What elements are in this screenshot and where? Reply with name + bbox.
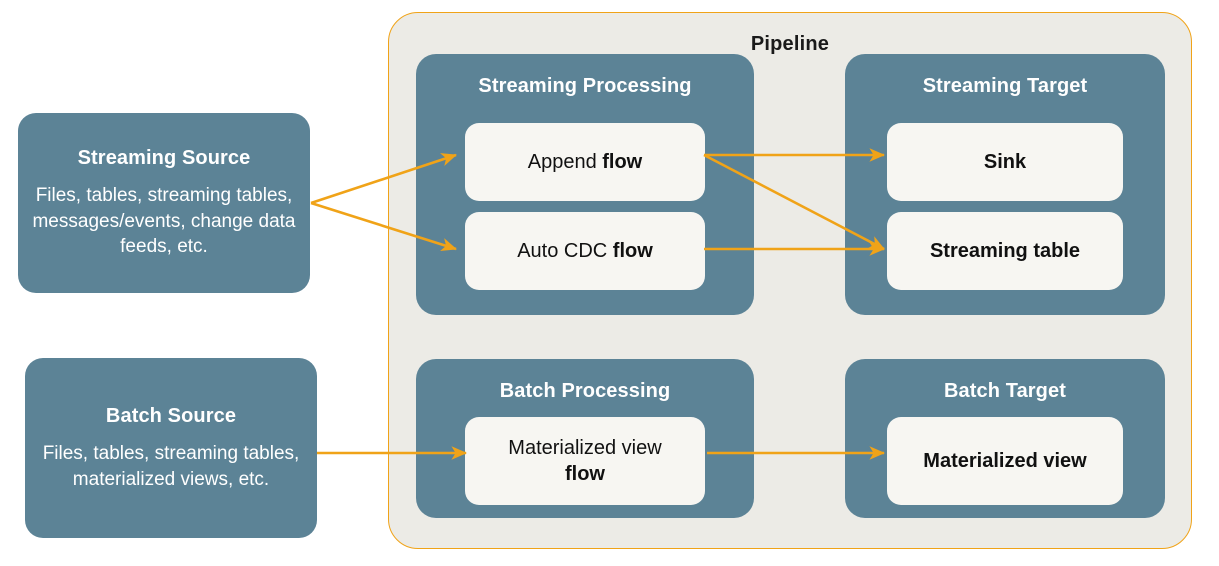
batch-source-description: Files, tables, streaming tables, materia… (42, 442, 300, 490)
batch-target-panel: Batch Target Materialized view (845, 359, 1165, 518)
batch-processing-title: Batch Processing (499, 380, 671, 402)
card-streaming-table[interactable]: Streaming table (887, 212, 1123, 290)
card-materialized-view-label: Materialized view (923, 450, 1087, 472)
card-streaming-table-label: Streaming table (929, 240, 1081, 262)
streaming-target-panel: Streaming Target Sink Streaming table (845, 54, 1165, 315)
batch-processing-panel: Batch Processing Materialized view flow (416, 359, 754, 518)
batch-source-title: Batch Source (105, 404, 237, 427)
card-append-flow-prefix: Append (527, 151, 603, 173)
batch-target-title: Batch Target (944, 380, 1066, 402)
streaming-target-title: Streaming Target (922, 75, 1088, 97)
streaming-processing-panel: Streaming Processing Append flow Auto CD… (416, 54, 754, 315)
card-append-flow-bold: flow (602, 151, 643, 173)
card-sink[interactable]: Sink (887, 123, 1123, 201)
card-sink-label: Sink (983, 151, 1027, 173)
batch-source-box: Batch Source Files, tables, streaming ta… (25, 358, 317, 538)
streaming-processing-title: Streaming Processing (478, 75, 692, 97)
pipeline-container: Pipeline Streaming Processing Append flo… (388, 12, 1192, 549)
card-append-flow[interactable]: Append flow (465, 123, 705, 201)
streaming-source-description: Files, tables, streaming tables, message… (32, 185, 296, 258)
card-materialized-view-flow-bold: flow (564, 463, 605, 485)
card-auto-cdc-flow-bold: flow (612, 240, 653, 262)
card-auto-cdc-flow-prefix: Auto CDC (517, 240, 613, 262)
batch-processing-cards: Materialized view flow (416, 417, 754, 519)
streaming-source-title: Streaming Source (77, 147, 251, 170)
card-auto-cdc-flow[interactable]: Auto CDC flow (465, 212, 705, 290)
streaming-target-cards: Sink Streaming table (845, 112, 1165, 315)
batch-target-cards: Materialized view (845, 417, 1165, 519)
card-materialized-view-flow[interactable]: Materialized view flow (465, 417, 705, 505)
streaming-source-box: Streaming Source Files, tables, streamin… (18, 113, 310, 293)
card-materialized-view[interactable]: Materialized view (887, 417, 1123, 505)
card-materialized-view-flow-prefix: Materialized view (508, 437, 662, 459)
streaming-processing-cards: Append flow Auto CDC flow (416, 112, 754, 315)
pipeline-title: Pipeline (750, 33, 830, 55)
